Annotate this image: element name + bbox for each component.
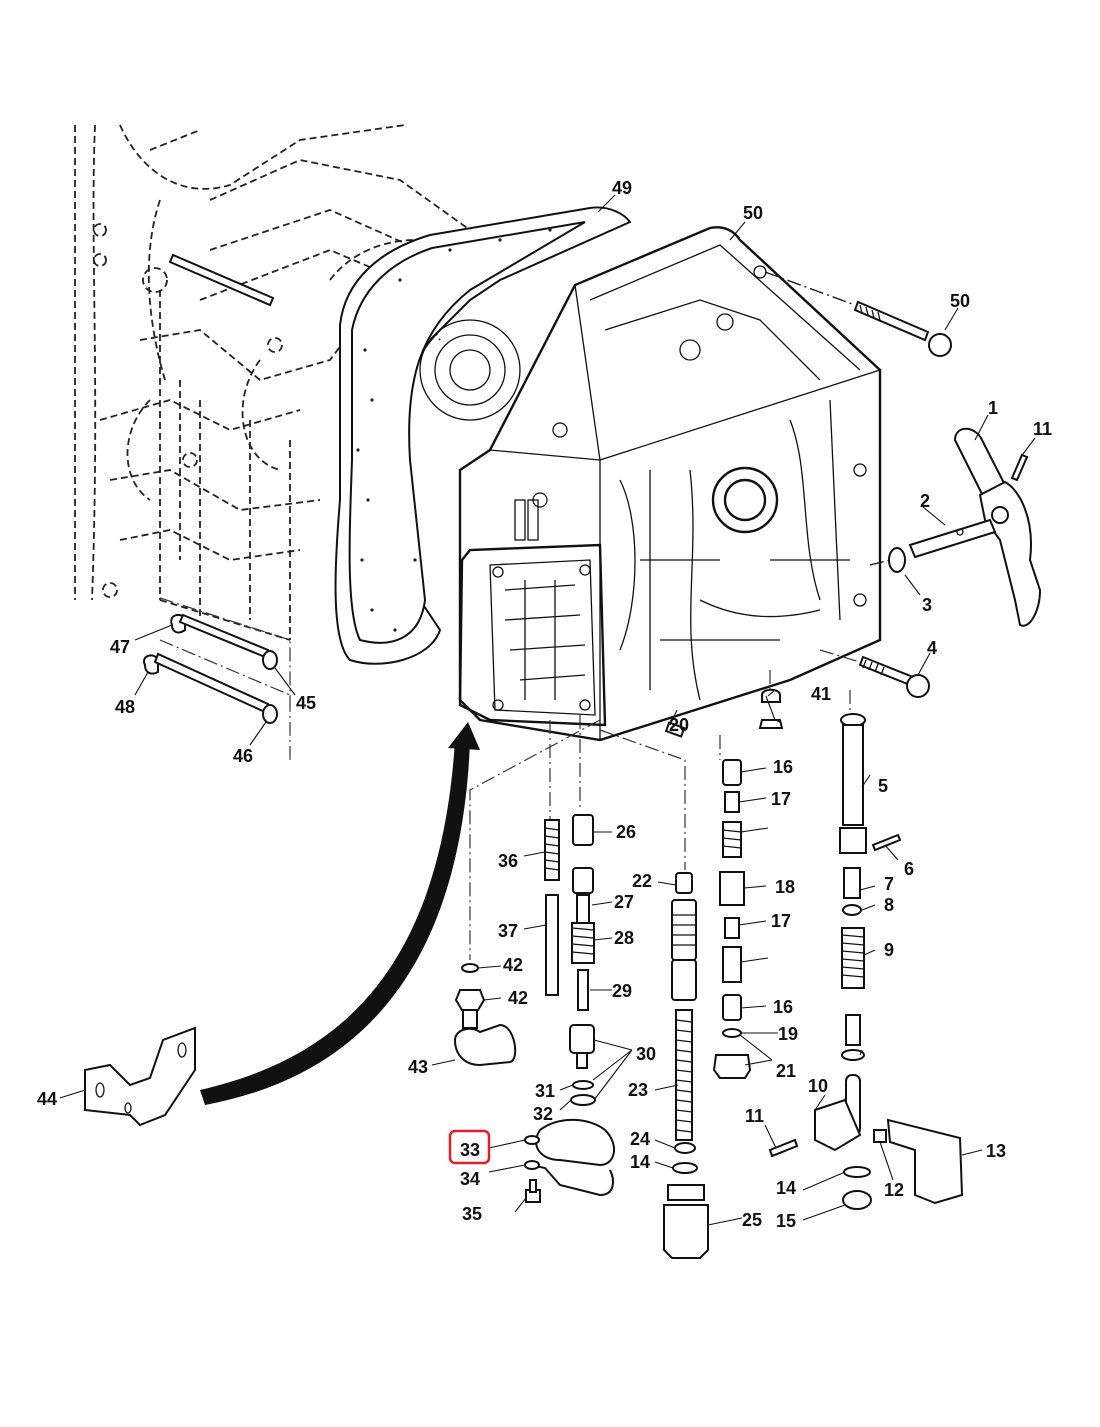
housing-46 [458,226,882,742]
stack-26-32 [569,814,596,1106]
callout-29[interactable]: 29 [612,981,632,1001]
stack-16-20 [712,688,784,1079]
callout-27[interactable]: 27 [614,892,634,912]
callout-16-bottom[interactable]: 16 [773,997,793,1017]
callout-34[interactable]: 34 [460,1169,480,1189]
callout-41[interactable]: 44 [37,1089,57,1109]
callout-46[interactable]: 50 [743,203,763,223]
callout-47[interactable]: 50 [950,291,970,311]
callout-18[interactable]: 18 [775,877,795,897]
callout-6[interactable]: 6 [904,859,914,879]
callout-26[interactable]: 26 [616,822,636,842]
callout-3[interactable]: 3 [922,595,932,615]
callout-14-center[interactable]: 14 [630,1152,650,1172]
callout-33[interactable]: 33 [460,1140,480,1160]
callout-2[interactable]: 2 [920,491,930,511]
filter-assembly [524,1118,615,1203]
callout-12[interactable]: 12 [884,1180,904,1200]
callout-11-top[interactable]: 11 [1033,419,1052,439]
callout-4[interactable]: 4 [927,638,937,658]
bolt-47 [764,271,952,357]
callout-14-right[interactable]: 14 [776,1178,796,1198]
callout-17-top[interactable]: 17 [771,789,791,809]
callout-38-top[interactable]: 41 [811,684,831,704]
callout-36[interactable]: 36 [498,851,518,871]
callout-15[interactable]: 15 [776,1211,796,1231]
callout-1[interactable]: 1 [988,398,998,418]
callout-40[interactable]: 43 [408,1057,428,1077]
callout-7[interactable]: 7 [884,874,894,894]
leader-lines [59,194,1036,1226]
assembly-lines [469,670,851,960]
highlighted-callout-33[interactable]: 33 [448,1129,491,1165]
stack-21-25 [663,721,709,1259]
gasket-texture [356,228,552,632]
callout-8[interactable]: 8 [884,895,894,915]
callout-37[interactable]: 37 [498,921,518,941]
callout-42-lower[interactable]: 46 [233,746,253,766]
callout-24[interactable]: 20 [669,715,689,735]
callout-31[interactable]: 31 [535,1081,555,1101]
callout-5[interactable]: 5 [878,776,888,796]
callout-25[interactable]: 25 [742,1210,762,1230]
callout-43[interactable]: 47 [110,637,130,657]
callout-13[interactable]: 13 [986,1141,1006,1161]
callout-23[interactable]: 24 [630,1129,650,1149]
callout-17-bottom[interactable]: 17 [771,911,791,931]
callout-39[interactable]: 42 [508,988,528,1008]
bolt-4 [819,649,930,698]
stack-5-15 [768,713,964,1210]
phantom-transmission-case [74,124,471,641]
callout-38-left[interactable]: 42 [503,955,523,975]
callout-labels: 49 50 50 1 11 2 3 4 41 20 16 17 18 17 16… [37,178,1052,1231]
callout-44[interactable]: 48 [115,697,135,717]
callout-30[interactable]: 30 [636,1044,656,1064]
bolts-43-44 [143,253,291,760]
lever-assembly [869,427,1042,627]
left-stack [453,819,560,1067]
assembly-arrow [200,722,480,1105]
bracket-41 [84,1026,196,1127]
callout-32[interactable]: 32 [533,1104,553,1124]
callout-19[interactable]: 19 [778,1024,798,1044]
callout-35[interactable]: 35 [462,1204,482,1224]
callout-28[interactable]: 28 [614,928,634,948]
highlight-box [448,1129,491,1165]
callout-11-bottom[interactable]: 11 [745,1106,764,1126]
gasket-45 [334,206,632,665]
callout-16-top[interactable]: 16 [773,757,793,777]
callout-22[interactable]: 23 [628,1080,648,1100]
callout-21[interactable]: 22 [632,871,652,891]
callout-42-upper[interactable]: 45 [296,693,316,713]
callout-10[interactable]: 10 [808,1076,828,1096]
callout-20[interactable]: 21 [776,1061,796,1081]
callout-9[interactable]: 9 [884,940,894,960]
callout-45[interactable]: 49 [612,178,632,198]
